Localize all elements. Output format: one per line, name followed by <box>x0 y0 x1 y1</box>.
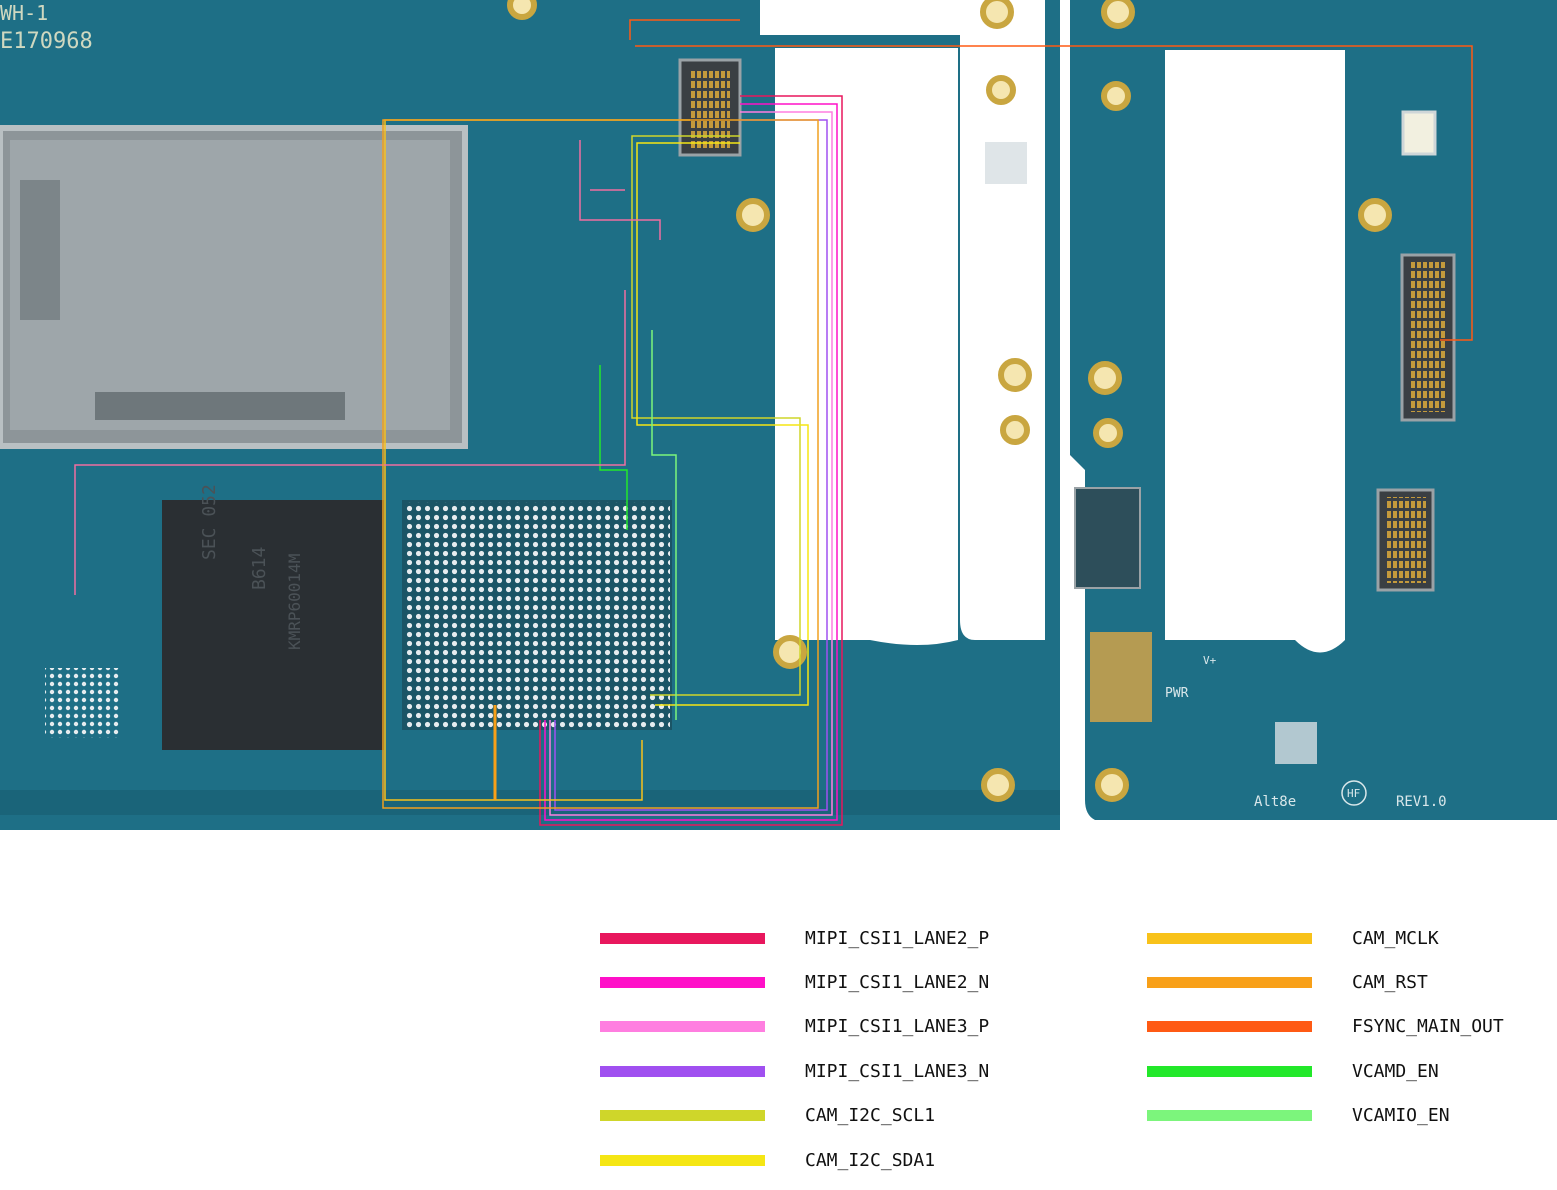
flash-led <box>1401 110 1437 156</box>
signal-legend: MIPI_CSI1_LANE2_P MIPI_CSI1_LANE2_N MIPI… <box>0 900 1557 1190</box>
memory-chip-label-2: B614 <box>249 547 270 590</box>
legend-swatch <box>600 1066 765 1077</box>
legend-item: MIPI_CSI1_LANE3_P <box>600 1015 1080 1039</box>
legend-item: CAM_I2C_SCL1 <box>600 1104 1080 1128</box>
legend-swatch <box>1147 1066 1312 1077</box>
legend-label: FSYNC_MAIN_OUT <box>1352 1016 1504 1037</box>
legend-label: CAM_RST <box>1352 972 1428 993</box>
silk-text-pwr: PWR <box>1165 686 1189 701</box>
legend-label: CAM_I2C_SDA1 <box>805 1150 936 1171</box>
legend-swatch <box>600 1021 765 1032</box>
legend-label: CAM_MCLK <box>1352 928 1439 949</box>
legend-label: VCAMIO_EN <box>1352 1105 1450 1126</box>
pmic-bga <box>45 668 120 738</box>
legend-swatch <box>1147 977 1312 988</box>
orange-frame <box>382 119 819 809</box>
legend-label: MIPI_CSI1_LANE3_N <box>805 1061 990 1082</box>
legend-label: CAM_I2C_SCL1 <box>805 1105 936 1126</box>
qr-code <box>985 142 1027 184</box>
silk-text-wh1: WH-1 <box>0 1 48 25</box>
soc-bga-pads <box>402 500 672 730</box>
legend-swatch <box>600 977 765 988</box>
legend-item: VCAMD_EN <box>1147 1060 1547 1084</box>
camera-connector <box>678 58 742 157</box>
hf-mark <box>1341 780 1367 806</box>
qr-code-2 <box>1275 722 1317 764</box>
legend-label: VCAMD_EN <box>1352 1061 1439 1082</box>
legend-item: MIPI_CSI1_LANE3_N <box>600 1060 1080 1084</box>
legend-swatch <box>600 1155 765 1166</box>
memory-chip-label: SEC 052 <box>199 484 220 560</box>
legend-item: VCAMIO_EN <box>1147 1104 1547 1128</box>
legend-label: MIPI_CSI1_LANE2_P <box>805 928 990 949</box>
legend-item: FSYNC_MAIN_OUT <box>1147 1015 1547 1039</box>
legend-item: MIPI_CSI1_LANE2_P <box>600 927 1080 951</box>
silk-text-serial: E170968 <box>0 29 93 54</box>
right-connector-1 <box>1400 253 1456 422</box>
legend-swatch <box>600 933 765 944</box>
right-board-section <box>1070 0 1557 820</box>
legend-label: MIPI_CSI1_LANE3_P <box>805 1016 990 1037</box>
silk-text-hf: HF <box>1347 787 1360 800</box>
legend-label: MIPI_CSI1_LANE2_N <box>805 972 990 993</box>
legend-swatch <box>600 1110 765 1121</box>
legend-swatch <box>1147 1021 1312 1032</box>
silk-text-alt8e: Alt8e <box>1254 794 1296 810</box>
legend-swatch <box>1147 933 1312 944</box>
legend-item: CAM_I2C_SDA1 <box>600 1149 1080 1173</box>
screw-holes <box>507 0 1392 802</box>
memory-chip: SEC 052 B614 KMRP60014M <box>162 484 384 750</box>
right-connector-3 <box>1074 487 1141 589</box>
gold-pad <box>1090 632 1152 722</box>
silk-text-rev: REV1.0 <box>1396 794 1447 810</box>
pcb-board-photo: SEC 052 B614 KMRP60014M <box>0 0 1557 830</box>
legend-item: CAM_MCLK <box>1147 927 1547 951</box>
silk-text-vplus: V+ <box>1203 654 1217 667</box>
memory-chip-part: KMRP60014M <box>285 554 304 650</box>
right-connector-2 <box>1376 488 1435 592</box>
legend-item: CAM_RST <box>1147 971 1547 995</box>
legend-swatch <box>1147 1110 1312 1121</box>
sim-card-tray <box>0 125 468 449</box>
legend-item: MIPI_CSI1_LANE2_N <box>600 971 1080 995</box>
